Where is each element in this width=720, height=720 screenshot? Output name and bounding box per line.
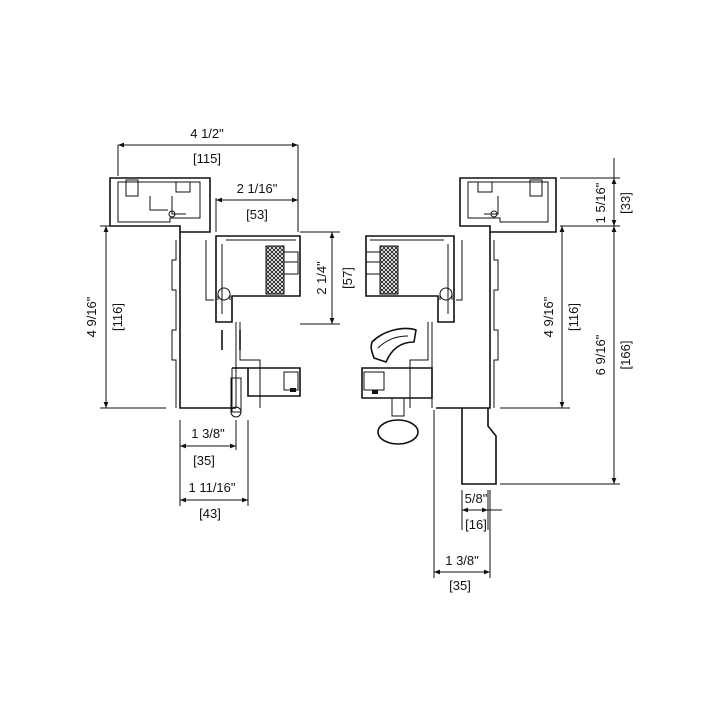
dim-inner-width-mm: [53] <box>246 207 268 222</box>
dim-right-height-mm: [116] <box>566 303 581 331</box>
dimension-labels: 4 1/2" [115] 2 1/16" [53] 2 1/4" [57] 4 … <box>84 126 633 593</box>
dim-inner-width-in: 2 1/16" <box>237 181 278 196</box>
dim-right-top-in: 1 5/16" <box>593 182 608 223</box>
dim-right-height-in: 4 9/16" <box>541 296 556 337</box>
dim-left-bottom2-mm: [43] <box>199 506 221 521</box>
dim-glass-height-mm: [57] <box>340 267 355 289</box>
dim-left-height-mm: [116] <box>110 303 125 331</box>
dim-right-top-mm: [33] <box>618 192 633 214</box>
dimension-lines <box>100 142 620 578</box>
dim-right-small-mm: [16] <box>465 517 487 532</box>
left-glazing-gasket <box>265 245 285 295</box>
dim-left-bottom2-in: 1 11/16" <box>188 480 235 495</box>
dim-right-total-mm: [166] <box>618 341 633 370</box>
dim-glass-height-in: 2 1/4" <box>314 261 329 295</box>
right-lever-handle <box>370 327 417 363</box>
right-lock-knob <box>377 419 419 445</box>
dim-top-width-in: 4 1/2" <box>190 126 224 141</box>
dim-right-bottom-in: 1 3/8" <box>445 553 479 568</box>
left-frame-profile <box>109 177 301 418</box>
dim-left-height-in: 4 9/16" <box>84 296 99 337</box>
dim-right-bottom-mm: [35] <box>449 578 471 593</box>
dim-right-total-in: 6 9/16" <box>593 334 608 375</box>
dim-left-bottom1-mm: [35] <box>193 453 215 468</box>
right-glazing-gasket <box>379 245 399 295</box>
dim-left-bottom1-in: 1 3/8" <box>191 426 225 441</box>
dim-right-small-in: 5/8" <box>465 491 488 506</box>
right-frame-profile <box>361 177 557 485</box>
dim-top-width-mm: [115] <box>193 151 221 166</box>
